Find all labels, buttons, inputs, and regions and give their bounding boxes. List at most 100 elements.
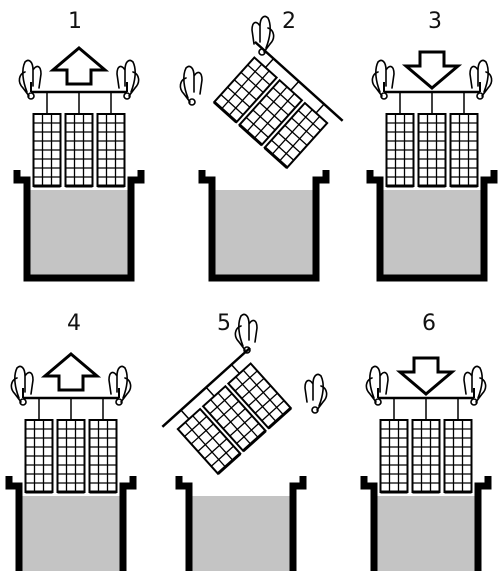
hand-outline [304, 373, 328, 411]
hand-icon [251, 15, 275, 56]
basket-grid-line [197, 430, 221, 452]
grip-ring [258, 48, 266, 56]
basket-grid-line [204, 438, 228, 460]
hand-icon [18, 59, 42, 100]
grip-ring [27, 92, 35, 100]
hand-icon [371, 59, 395, 100]
hand-outline [365, 365, 389, 403]
tank-wall [198, 170, 330, 282]
grip-ring [115, 398, 123, 406]
basket-grid-line [222, 408, 246, 430]
basket-hanger [230, 364, 241, 375]
basket-grid-line [220, 94, 244, 116]
hand-icon [463, 365, 487, 406]
hand-outline [18, 59, 42, 97]
hand-outline [116, 59, 140, 97]
basket-hanger [205, 386, 215, 397]
grip-ring [123, 92, 131, 100]
hand-icon [10, 365, 34, 406]
basket-grid-line [233, 79, 258, 101]
grip-ring [476, 92, 484, 100]
step-number-label: 5 [217, 311, 231, 336]
hand-icon [469, 59, 493, 100]
step-panel-6: 6 [360, 311, 492, 571]
hand-icon [116, 59, 140, 100]
hand-outline [371, 59, 395, 97]
step-number-label: 3 [428, 9, 442, 34]
step-number-label: 6 [422, 311, 436, 336]
basket-grid-line [216, 400, 240, 422]
basket-grid-line [252, 109, 276, 131]
tank-liquid [27, 190, 131, 278]
hand-outline [108, 365, 132, 403]
basket-grid-line [259, 102, 283, 124]
tank-wall [5, 476, 137, 571]
basket-grid-line [284, 124, 308, 146]
hand-outline [251, 15, 275, 53]
grip-ring [188, 98, 196, 106]
basket-hanger [315, 103, 325, 114]
basket-bottom [267, 406, 292, 430]
basket-grid-line [297, 109, 321, 131]
tank-wall [366, 170, 498, 282]
grip-ring [470, 398, 478, 406]
basket-bottom [216, 452, 242, 475]
arrow-down-icon [401, 50, 463, 90]
step-panel-5: 5 [161, 311, 328, 571]
hand-icon [234, 313, 258, 354]
basket-grid-line [190, 423, 214, 445]
step-panel-1: 1 [13, 9, 145, 282]
basket-grid-line [277, 132, 301, 154]
hand-icon [108, 365, 132, 406]
tilted-rack [212, 40, 344, 170]
basket-bottom [213, 100, 238, 124]
grip-ring [374, 398, 382, 406]
step-panel-4: 4 [5, 311, 137, 571]
basket-hanger [290, 80, 300, 91]
basket-bottom [242, 429, 267, 453]
hand-outline [179, 65, 203, 103]
basket-grid-line [209, 393, 233, 415]
step-number-label: 1 [68, 9, 82, 34]
grip-ring [243, 346, 251, 354]
arrow-down-icon [395, 356, 457, 396]
hand-outline [234, 313, 258, 351]
step-number-label: 4 [67, 311, 81, 336]
basket-grid-line [261, 400, 285, 422]
basket-grid-line [254, 392, 278, 414]
hand-icon [365, 365, 389, 406]
basket-grid-line [265, 94, 289, 116]
hand-outline [463, 365, 487, 403]
basket-grid-line [227, 86, 251, 108]
hand-outline [10, 365, 34, 403]
step-panel-2: 2 [179, 9, 344, 282]
basket-grid-line [229, 415, 253, 437]
tilted-rack [161, 346, 293, 476]
tank-wall [360, 476, 492, 571]
basket-grid-line [272, 87, 296, 109]
basket-grid-line [270, 139, 295, 161]
basket-grid-line [247, 385, 272, 407]
grip-ring [19, 398, 27, 406]
basket-grid-line [245, 116, 269, 138]
basket-grid-line [241, 377, 265, 399]
basket-grid-line [236, 422, 260, 444]
basket-hanger [180, 409, 190, 420]
grip-ring [380, 92, 388, 100]
lift-bar [254, 40, 344, 122]
basket-bottom [263, 146, 289, 169]
tank-liquid [380, 190, 484, 278]
arrow-up-icon [48, 46, 110, 86]
arrow-up-icon [40, 352, 102, 392]
tank-wall [13, 170, 145, 282]
tank-liquid [189, 496, 293, 571]
tank-liquid [374, 496, 478, 571]
hand-outline [469, 59, 493, 97]
hand-icon [179, 65, 203, 106]
basket-grid-line [240, 71, 264, 93]
hand-icon [304, 373, 328, 414]
basket-bottom [238, 123, 263, 147]
step-number-label: 2 [282, 9, 296, 34]
